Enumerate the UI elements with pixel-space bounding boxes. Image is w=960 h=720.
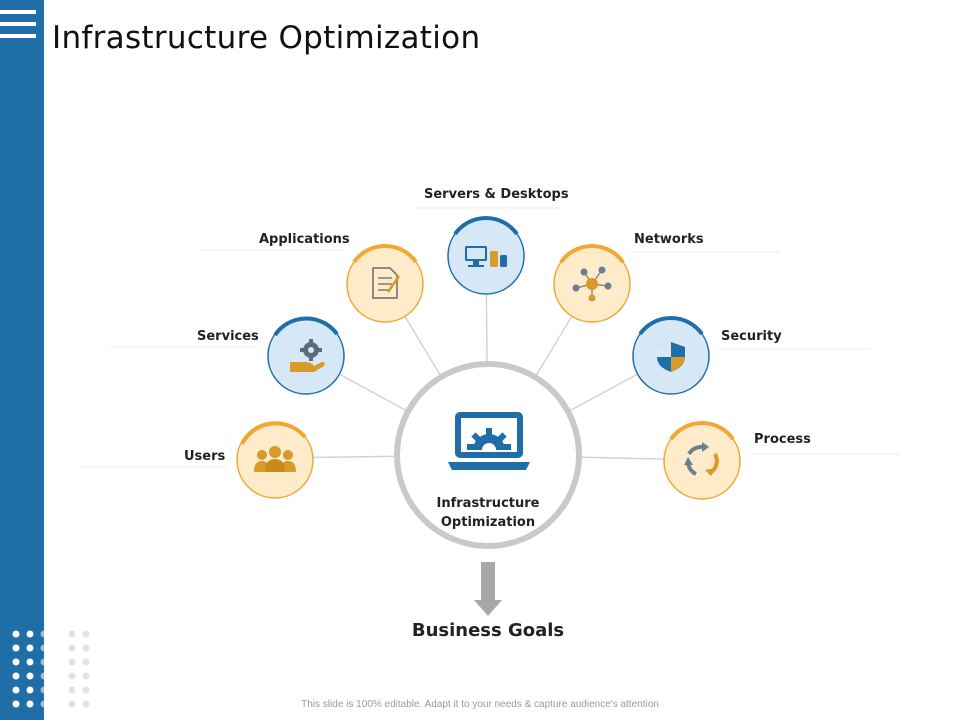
shield-icon: [657, 342, 685, 372]
footer-note: This slide is 100% editable. Adapt it to…: [301, 699, 659, 710]
users-icon: [254, 446, 296, 472]
network-icon: [572, 266, 612, 302]
node-label-users: Users: [184, 449, 226, 464]
laptop-gear-icon: [448, 412, 530, 470]
label-underlines: [80, 207, 900, 468]
node-label-servers-desktops: Servers & Desktops: [424, 187, 569, 202]
node-label-security: Security: [721, 329, 782, 344]
menu-icon: [0, 10, 36, 46]
arrow-down-icon: [474, 562, 502, 616]
node-label-networks: Networks: [634, 232, 704, 247]
center-label-line2: Optimization: [440, 515, 536, 530]
node-process: [663, 421, 741, 500]
page-title: Infrastructure Optimization: [52, 20, 481, 56]
document-pen-icon: [372, 267, 401, 299]
center-label-line1: Infrastructure: [436, 496, 540, 511]
cycle-arrows-icon: [684, 442, 719, 476]
node-label-process: Process: [754, 432, 811, 447]
dot-grid-decoration: [12, 630, 90, 708]
devices-icon: [465, 246, 507, 267]
left-accent-bar: [0, 0, 90, 720]
business-goals-label: Business Goals: [411, 620, 565, 641]
hand-gear-icon: [290, 339, 325, 372]
node-label-applications: Applications: [259, 232, 350, 247]
node-label-services: Services: [197, 329, 259, 344]
